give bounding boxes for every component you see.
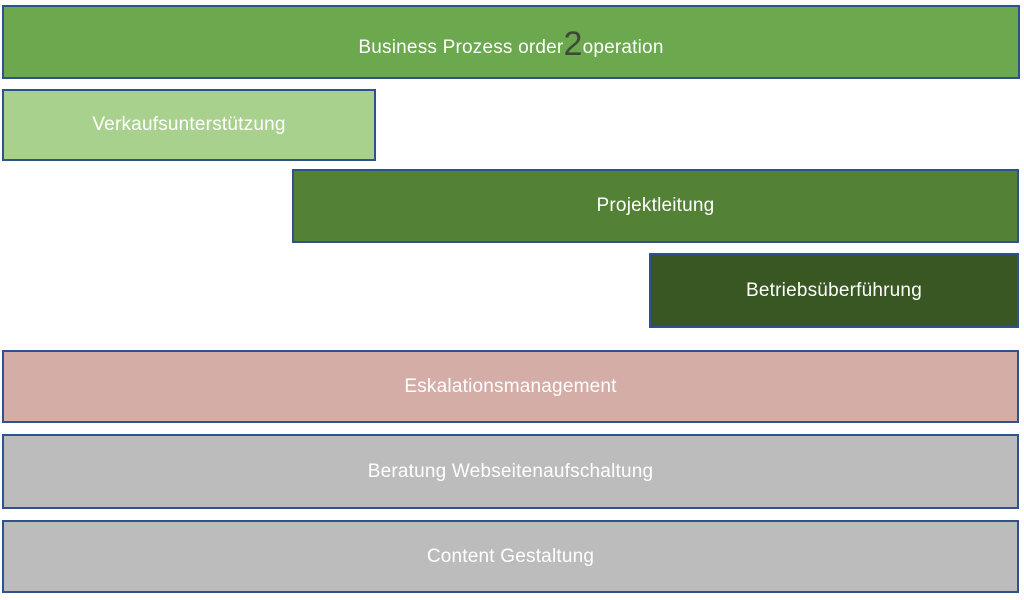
bar-label: Betriebsüberführung <box>746 279 922 301</box>
bar-verkaufsunterstuetzung: Verkaufsunterstützung <box>2 89 376 161</box>
bar-label: Content Gestaltung <box>426 545 595 567</box>
bar-projektleitung: Projektleitung <box>292 169 1019 243</box>
bar-label-highlight-digit: 2 <box>563 24 583 63</box>
bar-betriebsueberfuehrung: Betriebsüberführung <box>649 253 1019 328</box>
bar-label-suffix: operation <box>582 36 664 58</box>
bar-label: Verkaufsunterstützung <box>92 114 286 135</box>
bar-label: Projektleitung <box>596 195 715 216</box>
bar-label-prefix: Business Prozess order <box>358 36 564 58</box>
bar-label: Eskalationsmanagement <box>404 375 617 397</box>
bar-content-gestaltung: Content Gestaltung <box>2 520 1019 593</box>
bar-label: Beratung Webseitenaufschaltung <box>367 460 654 482</box>
bar-label: Business Prozess order2operation <box>358 23 664 63</box>
bar-business-prozess-order2operation: Business Prozess order2operation <box>2 5 1020 79</box>
bar-beratung-webseitenaufschaltung: Beratung Webseitenaufschaltung <box>2 434 1019 509</box>
bar-eskalationsmanagement: Eskalationsmanagement <box>2 350 1019 423</box>
